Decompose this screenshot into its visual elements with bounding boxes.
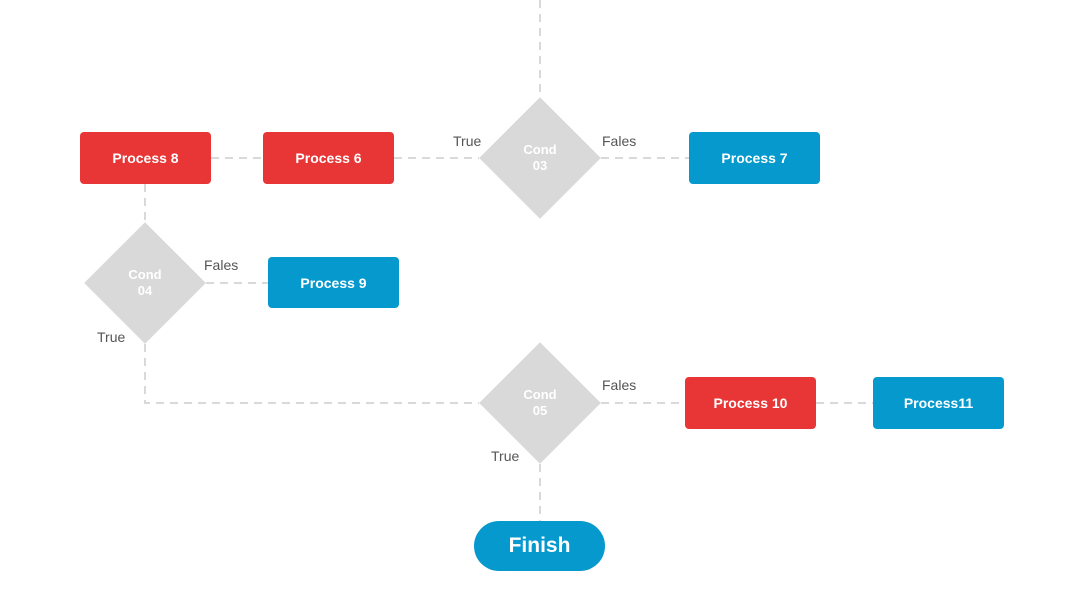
edge-label-cond04-false: Fales [204, 257, 239, 273]
cond-03-diamond[interactable]: Cond 03 [479, 97, 601, 219]
process-8-box[interactable]: Process 8 [80, 132, 211, 184]
cond-03-label: Cond 03 [479, 97, 601, 219]
cond-04-label: Cond 04 [84, 222, 206, 344]
process-11-box[interactable]: Process11 [873, 377, 1004, 429]
edge-label-cond05-false: Fales [602, 377, 637, 393]
cond-05-diamond[interactable]: Cond 05 [479, 342, 601, 464]
connector-cond04-cond05 [144, 344, 479, 404]
cond-04-label-line2: 04 [137, 283, 153, 298]
cond-05-label-line2: 05 [532, 403, 548, 418]
edge-label-cond03-false: Fales [602, 133, 637, 149]
process-6-box[interactable]: Process 6 [263, 132, 394, 184]
process-7-box[interactable]: Process 7 [689, 132, 820, 184]
edge-label-cond05-true: True [491, 448, 520, 464]
cond-05-label-line1: Cond [523, 387, 557, 402]
cond-03-label-line2: 03 [532, 158, 548, 173]
process-10-box[interactable]: Process 10 [685, 377, 816, 429]
cond-05-label: Cond 05 [479, 342, 601, 464]
edge-label-cond04-true: True [97, 329, 126, 345]
cond-04-label-line1: Cond [128, 267, 162, 282]
process-9-box[interactable]: Process 9 [268, 257, 399, 308]
edge-label-cond03-true: True [453, 133, 482, 149]
cond-04-diamond[interactable]: Cond 04 [84, 222, 206, 344]
cond-03-label-line1: Cond [523, 142, 557, 157]
finish-terminator[interactable]: Finish [474, 521, 605, 571]
